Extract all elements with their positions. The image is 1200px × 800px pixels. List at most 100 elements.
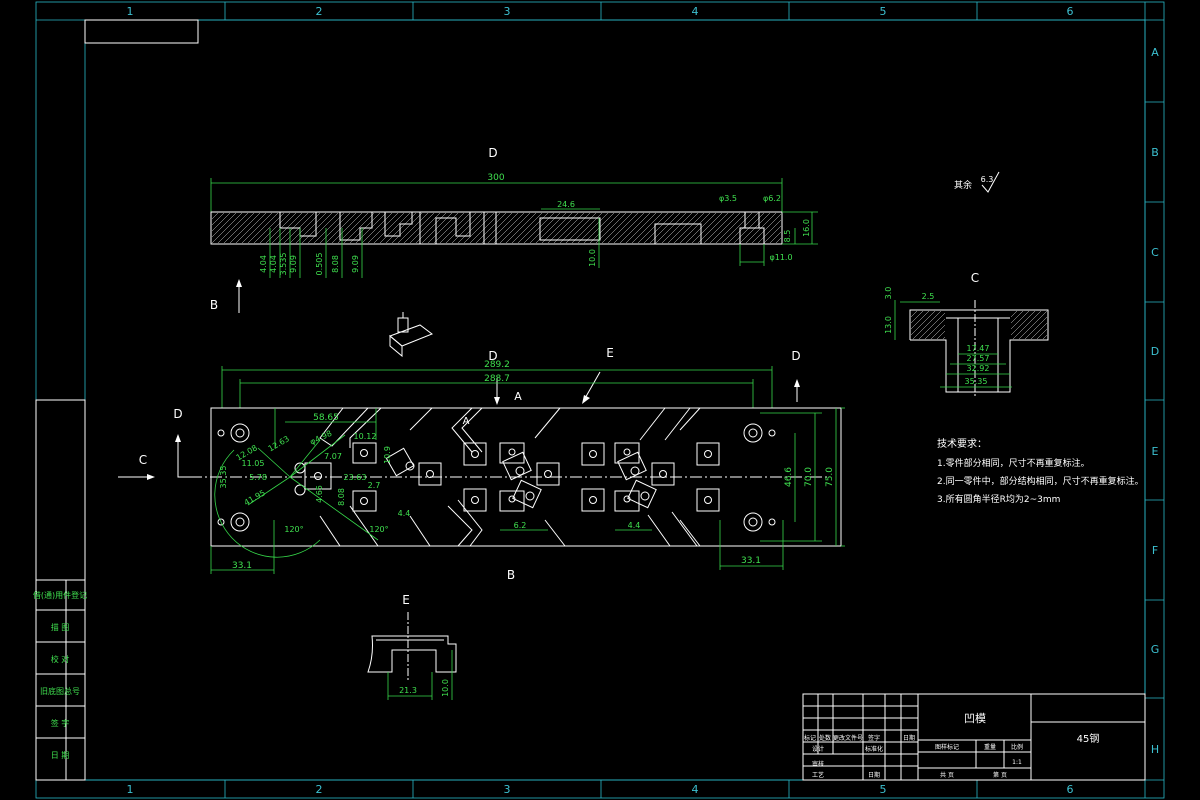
hatch-line	[1010, 310, 1018, 318]
dim-27-57: 27.57	[967, 354, 990, 363]
hatch-line	[601, 212, 633, 244]
hatch-line	[457, 212, 489, 244]
dim-10-12: 10.12	[354, 432, 377, 441]
label-d2: D	[791, 349, 800, 363]
hatch-line	[589, 212, 621, 244]
hatch-line	[499, 212, 531, 244]
column-label: 5	[880, 783, 887, 796]
hatch-line	[910, 310, 924, 324]
title-block: 凹模 45钢 标记 处数 更改文件号 签字 日期 设计 标准化 审核 工艺 日期…	[802, 693, 1146, 781]
hatch-line	[912, 310, 942, 340]
rotated-cavity-3	[385, 447, 415, 477]
code-box	[84, 19, 199, 44]
column-label: 6	[1067, 783, 1074, 796]
hatch-line	[1042, 334, 1048, 340]
dim-58-65: 58.65	[313, 413, 339, 423]
dim-8-08: 8.08	[337, 488, 346, 506]
hatch-line	[301, 212, 333, 244]
hatch-line	[942, 336, 946, 340]
hatch-line	[1030, 322, 1048, 340]
role-process: 工艺	[812, 771, 824, 779]
dim-phi6-2: φ6.2	[763, 194, 781, 203]
sheet-no: 第 页	[993, 771, 1007, 779]
tech-requirements: 技术要求： 1.零件部分相同，尺寸不再重复标注。 2.同一零件中，部分结构相同，…	[937, 437, 1144, 505]
hatch-line	[331, 212, 363, 244]
view-b-marker: B	[210, 279, 242, 313]
hatch-line	[757, 219, 782, 244]
hatch-line	[469, 212, 501, 244]
hatch-line	[211, 212, 237, 238]
hatch-line	[403, 212, 435, 244]
label-e: E	[606, 346, 614, 360]
hatch-line	[715, 212, 747, 244]
hatch-line	[673, 212, 705, 244]
role-review: 审核	[812, 760, 824, 768]
scale: 比例	[1011, 743, 1023, 751]
hatch-line	[211, 212, 225, 226]
hatch-line	[229, 212, 261, 244]
hatch-line	[289, 212, 321, 244]
hatch-line	[337, 212, 369, 244]
hatch-line	[319, 212, 351, 244]
hatch-line	[577, 212, 609, 244]
hatch-line	[373, 212, 405, 244]
roughness-note: 其余	[954, 179, 972, 191]
weight: 重量	[984, 743, 996, 751]
hatch-line	[1010, 310, 1024, 324]
hatch-line	[607, 212, 639, 244]
hatch-line	[619, 212, 651, 244]
dim-35-35: 35.35	[219, 466, 228, 489]
hatch-line	[625, 212, 657, 244]
dim-75: 75.0	[825, 467, 835, 487]
hatch-line	[613, 212, 645, 244]
hatch-line	[445, 212, 477, 244]
hatch-line	[451, 212, 483, 244]
column-label: 1	[127, 5, 134, 18]
square-cavities	[304, 442, 720, 512]
strip-label: 描 图	[51, 622, 70, 632]
hatch-line	[481, 212, 513, 244]
hatch-line	[631, 212, 663, 244]
hatch-line	[487, 212, 519, 244]
material: 45钢	[1077, 732, 1100, 745]
hdr-change: 更改文件号	[833, 734, 863, 742]
tech-title: 技术要求：	[937, 437, 987, 450]
dim-288-7: 288.7	[484, 374, 510, 384]
hatch-line	[439, 212, 471, 244]
row-label: F	[1152, 544, 1158, 557]
section-label: C	[971, 271, 979, 285]
hatch-line	[409, 212, 441, 244]
dim-33-1b: 33.1	[741, 556, 761, 566]
hdr-mark: 标记	[804, 734, 816, 742]
hatch-line	[379, 212, 411, 244]
dim-phi3-5: φ3.5	[719, 194, 737, 203]
roughness-symbol	[981, 171, 1000, 193]
column-label: 2	[316, 5, 323, 18]
hatch-line	[235, 212, 267, 244]
front-vertical-dims: 4.04 4.04 3.535 9.09 0.505 8.08 9.09	[259, 228, 363, 278]
scale-value: 1:1	[1012, 759, 1022, 766]
rotated-cavity-2	[617, 451, 657, 509]
hatch-line	[211, 212, 219, 220]
dim-6-2: 6.2	[514, 521, 527, 530]
dim-289-2: 289.2	[484, 360, 510, 370]
hatch-line	[211, 212, 243, 244]
hatch-line	[769, 231, 782, 244]
hatch-line	[667, 212, 699, 244]
dim-phi11: φ11.0	[769, 253, 792, 262]
tech-item: 2.同一零件中，部分结构相同，尺寸不再重复标注。	[937, 475, 1144, 487]
label-d-left: D	[173, 407, 182, 421]
strip-label: 校 对	[51, 654, 70, 664]
hatch-line	[1018, 310, 1048, 340]
dim-11-05: 11.05	[242, 459, 265, 468]
label-c: C	[139, 453, 147, 467]
hatch-line	[697, 212, 729, 244]
hatch-line	[211, 212, 231, 232]
row-label: C	[1151, 246, 1159, 259]
top-view: D E D A D C B 289.2 288.7	[118, 346, 845, 582]
hatch-line	[1024, 316, 1048, 340]
dim-3: 3.0	[884, 287, 893, 300]
label-d1: D	[488, 349, 497, 363]
hatch-line	[1010, 310, 1036, 336]
